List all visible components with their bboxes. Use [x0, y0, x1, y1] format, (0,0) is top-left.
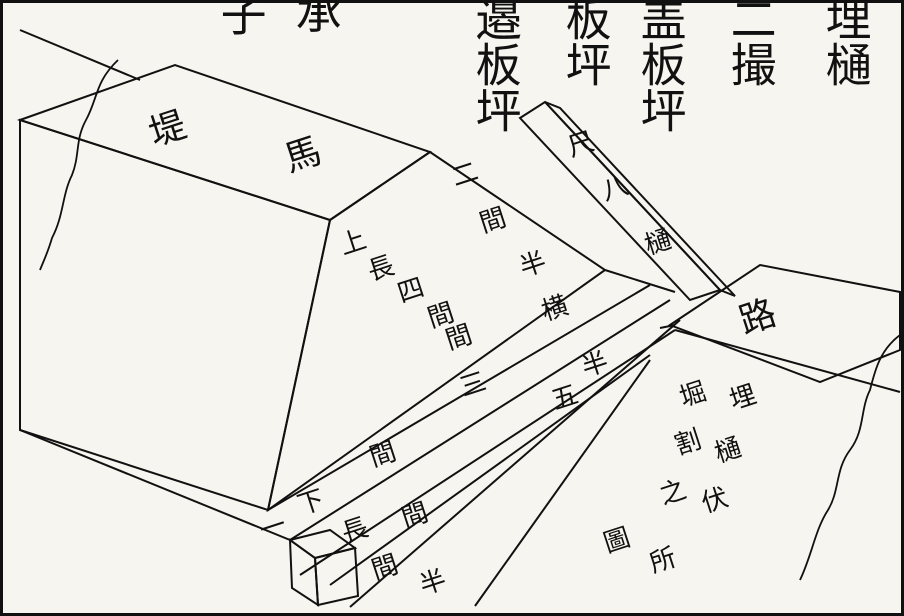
dike-ridge: [604, 269, 676, 293]
band-line-1: [267, 284, 651, 511]
dike-front-face: [19, 118, 332, 512]
top-column-1: 子: [213, 0, 268, 36]
lower-block-side: [313, 546, 360, 607]
left-irregular-edge: [39, 59, 119, 271]
band-line-3: [299, 329, 676, 576]
right-irregular-edge: [799, 334, 901, 581]
road-lower-edge: [674, 329, 901, 393]
band-line-6: [474, 359, 651, 607]
top-column-7: 埋樋: [818, 0, 873, 87]
top-column-3: 邉板坪: [468, 0, 523, 133]
band-line-5: [349, 319, 681, 608]
road-top: [667, 263, 901, 384]
pipe-side: [544, 101, 736, 297]
dike-top-face: [16, 63, 433, 222]
band-line-2: [289, 299, 671, 541]
top-column-4: 板坪: [558, 0, 613, 87]
road-edge: [659, 324, 676, 329]
top-column-6: 二撮: [723, 0, 778, 87]
top-column-2: 承: [288, 0, 343, 34]
bottom-left-floor: [19, 429, 291, 541]
top-column-5: 盖板坪: [633, 0, 688, 133]
upper-left-cut: [19, 29, 141, 81]
